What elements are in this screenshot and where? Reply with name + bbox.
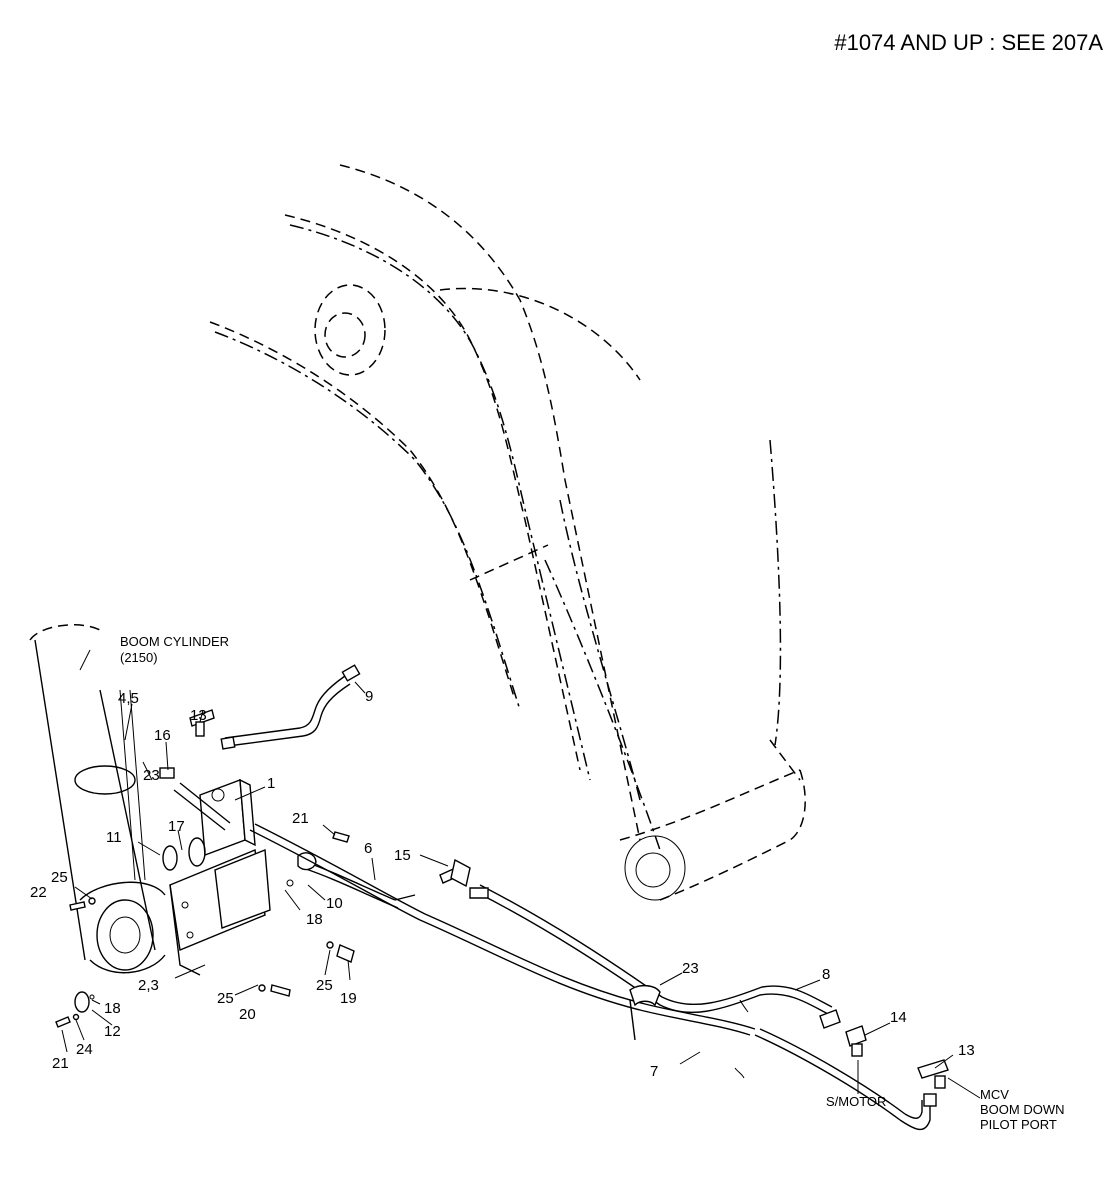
callout: 24 bbox=[76, 1041, 93, 1058]
s-motor-label: S/MOTOR bbox=[826, 1094, 886, 1109]
boom-cylinder bbox=[29, 624, 166, 974]
boom-cylinder-ref: (2150) bbox=[120, 650, 158, 665]
callout: 6 bbox=[364, 840, 372, 857]
callout: 13 bbox=[958, 1042, 975, 1059]
callout: 19 bbox=[340, 990, 357, 1007]
callout: 1 bbox=[267, 775, 275, 792]
callout: 12 bbox=[104, 1023, 121, 1040]
callout: 9 bbox=[365, 688, 373, 705]
callout: 25 bbox=[316, 977, 333, 994]
drawing-note: #1074 AND UP : SEE 207A bbox=[834, 30, 1103, 55]
callout: 23 bbox=[143, 767, 160, 784]
callout: 11 bbox=[106, 829, 122, 846]
callouts: 1 2,3 4,5 6 7 8 9 10 11 12 13 13 14 15 1… bbox=[30, 688, 975, 1080]
leader-lines bbox=[61, 649, 981, 1099]
callout: 4,5 bbox=[118, 690, 139, 707]
boom-outline bbox=[209, 164, 806, 901]
callout: 17 bbox=[168, 818, 185, 835]
hoses bbox=[249, 823, 937, 1131]
callout: 23 bbox=[682, 960, 699, 977]
boom-cylinder-label: BOOM CYLINDER bbox=[120, 634, 229, 649]
callout: 21 bbox=[292, 810, 309, 827]
holding-valve-assembly bbox=[119, 689, 271, 976]
mcv-label: MCV bbox=[980, 1087, 1009, 1102]
callout: 22 bbox=[30, 884, 47, 901]
callout: 21 bbox=[52, 1055, 69, 1072]
callout: 15 bbox=[394, 847, 411, 864]
callout: 2,3 bbox=[138, 977, 159, 994]
callout: 14 bbox=[890, 1009, 907, 1026]
mcv-pilot-port-label: PILOT PORT bbox=[980, 1117, 1057, 1132]
callout: 7 bbox=[650, 1063, 658, 1080]
annotations: BOOM CYLINDER (2150) S/MOTOR MCV BOOM DO… bbox=[120, 634, 1065, 1132]
callout: 20 bbox=[239, 1006, 256, 1023]
callout: 18 bbox=[306, 911, 323, 928]
pipe-9 bbox=[220, 664, 361, 750]
callout: 25 bbox=[217, 990, 234, 1007]
callout: 18 bbox=[104, 1000, 121, 1017]
callout: 10 bbox=[326, 895, 343, 912]
fittings bbox=[55, 709, 949, 1089]
callout: 16 bbox=[154, 727, 171, 744]
mcv-boom-down-label: BOOM DOWN bbox=[980, 1102, 1065, 1117]
callout: 25 bbox=[51, 869, 68, 886]
callout: 8 bbox=[822, 966, 830, 983]
callout: 13 bbox=[190, 707, 207, 724]
